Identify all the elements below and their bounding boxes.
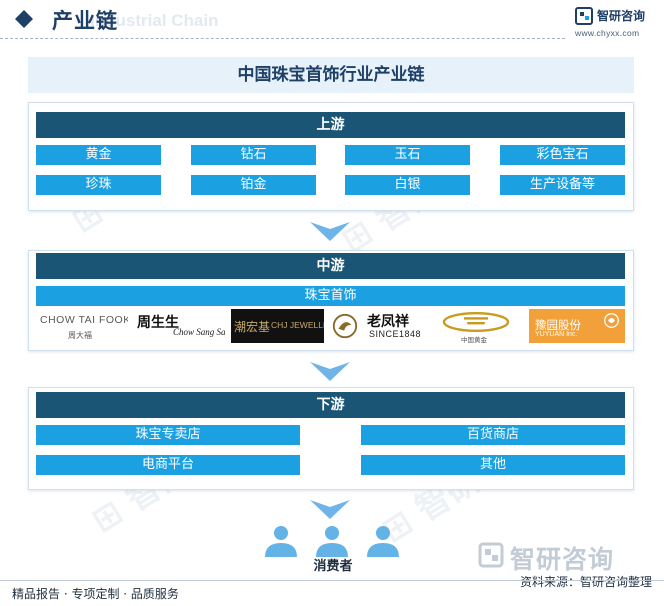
brand-icon (575, 7, 593, 25)
footer-brand-name: 智研咨询 (510, 545, 615, 574)
downstream-item: 其他 (361, 455, 625, 475)
brand-name: 智研咨询 (597, 9, 646, 23)
upstream-item: 珍珠 (36, 175, 161, 195)
upstream-header: 上游 (36, 112, 625, 138)
diagram-title: 中国珠宝首饰行业产业链 (28, 57, 634, 93)
chow-sang-sang-logo: 周生生 Chow Sang Sang (133, 309, 225, 343)
downstream-item: 珠宝专卖店 (36, 425, 300, 445)
footer-brand-watermark: 智研咨询 (478, 541, 658, 574)
upstream-item: 白银 (345, 175, 470, 195)
midstream-category: 珠宝首饰 (36, 286, 625, 306)
footer-divider (0, 580, 664, 581)
footer-slogan: 精品报告 · 专项定制 · 品质服务 (12, 587, 179, 601)
china-gold-logo: 中国黄金 (428, 309, 525, 343)
header-subtitle: Industrial Chain (90, 11, 219, 30)
source-note: 资料来源：智研咨询整理 (519, 575, 652, 589)
chow-tai-fook-logo: CHOW TAI FOOK 周大福 (36, 309, 128, 343)
flow-arrow-icon (310, 500, 350, 519)
upstream-item: 生产设备等 (500, 175, 625, 195)
lao-feng-xiang-logo: 老凤祥 SINCE1848 (329, 309, 422, 343)
china-gold-emblem-icon (442, 312, 510, 332)
brand-icon (478, 542, 504, 568)
person-icon (367, 526, 399, 557)
flow-arrow-icon (310, 222, 350, 241)
header-title: 产业链 (52, 9, 118, 33)
brand-logo: 智研咨询 www.chyxx.com (575, 6, 660, 40)
upstream-item: 玉石 (345, 145, 470, 165)
midstream-header: 中游 (36, 253, 625, 279)
yuyuan-logo: 豫园股份 YUYUAN Inc. (529, 309, 625, 343)
yuyuan-emblem-icon (604, 313, 619, 328)
diamond-icon (15, 10, 33, 28)
upstream-item: 钻石 (191, 145, 316, 165)
upstream-item: 彩色宝石 (500, 145, 625, 165)
person-icon (265, 526, 297, 557)
downstream-item: 百货商店 (361, 425, 625, 445)
upstream-item: 铂金 (191, 175, 316, 195)
phoenix-icon (332, 313, 358, 339)
page-header: Industrial Chain 产业链 智研咨询 www.chyxx.com (0, 0, 664, 40)
upstream-item: 黄金 (36, 145, 161, 165)
consumer-label: 消费者 (313, 559, 353, 574)
chj-jewellery-logo: 潮宏基 CHJ JEWELLERY (231, 309, 324, 343)
header-divider (0, 38, 565, 39)
person-icon (316, 526, 348, 557)
brand-url: www.chyxx.com (575, 28, 640, 38)
downstream-item: 电商平台 (36, 455, 300, 475)
downstream-header: 下游 (36, 392, 625, 418)
flow-arrow-icon (310, 362, 350, 381)
